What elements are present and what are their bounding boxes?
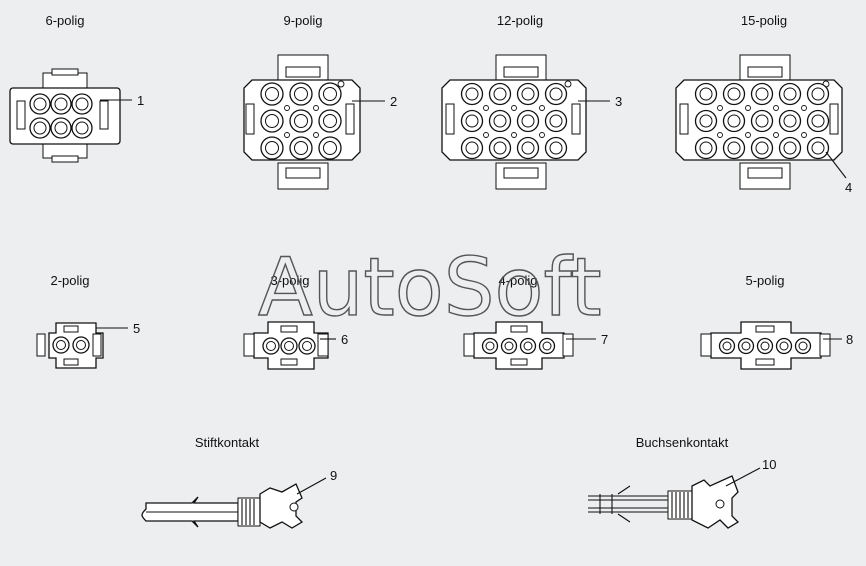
title-3-polig: 3-polig: [270, 273, 309, 288]
connector-4-polig: [463, 321, 596, 370]
title-9-polig: 9-polig: [283, 13, 322, 28]
watermark-text: AutoSoft: [258, 241, 602, 334]
title-15-polig: 15-polig: [741, 13, 787, 28]
connector-2-polig: [36, 322, 128, 369]
title-2-polig: 2-polig: [50, 273, 89, 288]
callout-2: 2: [390, 94, 397, 109]
callout-10: 10: [762, 457, 776, 472]
callout-7: 7: [601, 332, 608, 347]
callout-5: 5: [133, 321, 140, 336]
callout-9: 9: [330, 468, 337, 483]
callout-1: 1: [137, 93, 144, 108]
connector-9-polig: [243, 54, 385, 190]
title-12-polig: 12-polig: [497, 13, 543, 28]
title-6-polig: 6-polig: [45, 13, 84, 28]
connector-6-polig: [9, 68, 132, 163]
title-stiftkontakt: Stiftkontakt: [195, 435, 260, 450]
callout-4: 4: [845, 180, 852, 195]
pin-contact-drawing: [141, 477, 327, 529]
callout-8: 8: [846, 332, 853, 347]
title-buchsenkontakt: Buchsenkontakt: [636, 435, 729, 450]
title-5-polig: 5-polig: [745, 273, 784, 288]
callout-3: 3: [615, 94, 622, 109]
connector-3-polig: [243, 321, 336, 370]
callout-6: 6: [341, 332, 348, 347]
socket-contact-drawing: [588, 467, 761, 529]
connector-5-polig: [700, 321, 842, 370]
title-4-polig: 4-polig: [498, 273, 537, 288]
connector-12-polig: [441, 54, 610, 190]
connector-15-polig: [675, 54, 847, 190]
